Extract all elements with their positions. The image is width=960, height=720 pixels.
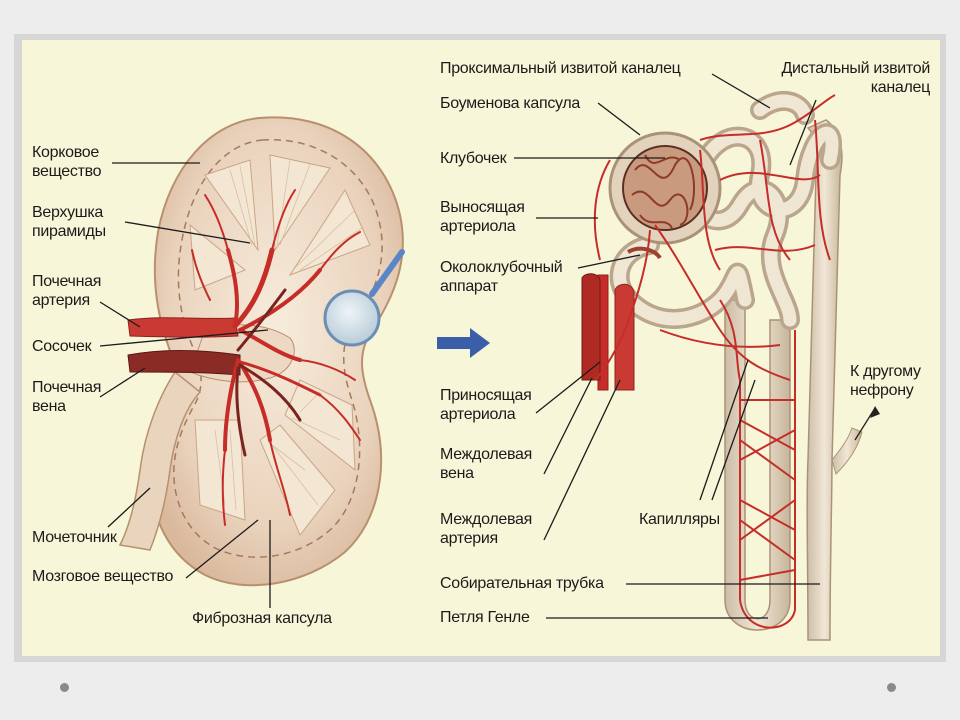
label-juxtaglomerular-line-2: аппарат bbox=[440, 278, 498, 295]
to-other-nephron-arrow bbox=[854, 407, 876, 441]
label-cortex-line-2: вещество bbox=[32, 163, 102, 180]
pyramid bbox=[259, 424, 336, 536]
label-to-other-nephron-line-1: К другому bbox=[850, 363, 921, 380]
label-renal-vein: Почечная вена bbox=[32, 378, 101, 416]
label-afferent-arteriole-line-2: артериола bbox=[440, 406, 516, 423]
label-distal-tubule: Дистальный извитой каналец bbox=[781, 59, 930, 97]
diagram-drawing bbox=[99, 73, 880, 641]
pyramid bbox=[204, 159, 259, 252]
label-efferent-arteriole-line-2: артериола bbox=[440, 218, 516, 235]
label-interlobar-vein-line-2: вена bbox=[440, 465, 474, 482]
label-to-other-nephron-line-2: нефрону bbox=[850, 382, 914, 399]
interlobar-artery-vessel bbox=[614, 283, 635, 391]
label-fibrous-capsule: Фиброзная капсула bbox=[192, 610, 332, 627]
label-interlobar-artery: Междолевая артерия bbox=[440, 510, 532, 548]
pyramid bbox=[189, 223, 246, 291]
label-interlobar-artery-line-1: Междолевая bbox=[440, 511, 532, 528]
renal-vein-trunk bbox=[127, 349, 241, 376]
glomerulus bbox=[622, 145, 708, 231]
label-interlobar-artery-line-2: артерия bbox=[440, 530, 498, 547]
label-cortex-line-1: Корковое bbox=[32, 144, 99, 161]
label-collecting-duct: Собирательная трубка bbox=[440, 575, 604, 592]
label-renal-vein-line-2: вена bbox=[32, 398, 66, 415]
slide-footer-dot-left bbox=[60, 683, 69, 692]
label-interlobar-vein-line-1: Междолевая bbox=[440, 446, 532, 463]
label-afferent-arteriole: Приносящая артериола bbox=[440, 386, 532, 424]
pyramid bbox=[269, 154, 331, 252]
ureter bbox=[118, 370, 202, 551]
label-afferent-arteriole-line-1: Приносящая bbox=[440, 387, 532, 404]
label-renal-vein-line-1: Почечная bbox=[32, 379, 102, 396]
label-capillaries: Капилляры bbox=[639, 511, 720, 528]
label-efferent-arteriole: Выносящая артериола bbox=[440, 198, 525, 236]
label-pyramid-apex-line-1: Верхушка bbox=[32, 204, 103, 221]
nephron-illustration bbox=[581, 91, 880, 641]
renal-artery-trunk bbox=[127, 317, 239, 338]
label-interlobar-vein: Междолевая вена bbox=[440, 445, 532, 483]
to-other-nephron-arrowhead bbox=[870, 406, 880, 418]
label-juxtaglomerular-line-1: Околоклубочный bbox=[440, 259, 563, 276]
label-renal-artery-line-1: Почечная bbox=[32, 273, 102, 290]
collecting-duct-branch bbox=[831, 427, 863, 475]
collecting-duct bbox=[806, 119, 843, 641]
magnifier-lens bbox=[323, 289, 381, 347]
kidney-cortex-boundary bbox=[173, 138, 383, 558]
magnifier-handle bbox=[369, 249, 405, 297]
juxtaglomerular-apparatus bbox=[626, 246, 662, 260]
label-pyramid-apex: Верхушка пирамиды bbox=[32, 203, 106, 241]
label-renal-artery-line-2: артерия bbox=[32, 292, 90, 309]
label-efferent-arteriole-line-1: Выносящая bbox=[440, 199, 525, 216]
diagram-panel: Корковое вещество Верхушка пирамиды Поче… bbox=[22, 40, 940, 656]
slide-footer-dot-right bbox=[887, 683, 896, 692]
label-papilla: Сосочек bbox=[32, 338, 92, 355]
label-pyramid-apex-line-2: пирамиды bbox=[32, 223, 106, 240]
label-cortex: Корковое вещество bbox=[32, 143, 102, 181]
label-glomerulus: Клубочек bbox=[440, 150, 507, 167]
label-to-other-nephron: К другому нефрону bbox=[850, 362, 921, 400]
label-medulla: Мозговое вещество bbox=[32, 568, 174, 585]
kidney-illustration bbox=[118, 116, 405, 587]
leader-lines bbox=[99, 73, 820, 619]
blue-arrow-icon bbox=[437, 328, 490, 358]
interlobar-vein-vessel bbox=[581, 273, 601, 381]
label-juxtaglomerular: Околоклубочный аппарат bbox=[440, 258, 563, 296]
label-loop-of-henle: Петля Генле bbox=[440, 609, 530, 626]
label-ureter: Мочеточник bbox=[32, 529, 117, 546]
pyramid bbox=[284, 379, 356, 472]
label-renal-artery: Почечная артерия bbox=[32, 272, 101, 310]
label-distal-tubule-line-1: Дистальный извитой bbox=[781, 60, 930, 77]
label-bowman-capsule: Боуменова капсула bbox=[440, 95, 581, 112]
label-proximal-tubule: Проксимальный извитой каналец bbox=[440, 60, 681, 77]
label-distal-tubule-line-2: каналец bbox=[870, 79, 931, 96]
